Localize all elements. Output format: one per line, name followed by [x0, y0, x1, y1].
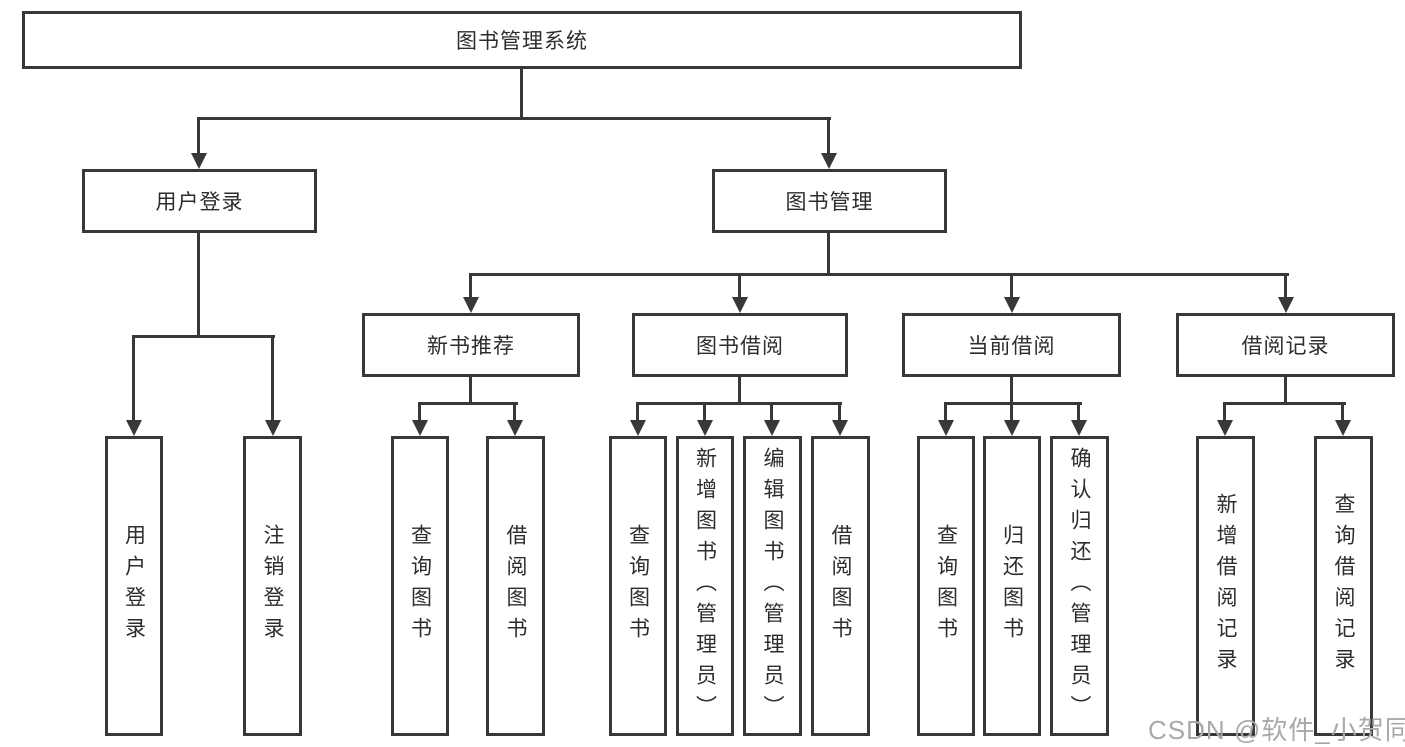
connector-line [469, 377, 472, 404]
leaf-user-login: 用户登录 [105, 436, 163, 736]
arrowhead-icon [265, 420, 281, 436]
connector-line [1077, 402, 1080, 424]
watermark: CSDN @软件_小贺同学 [1148, 715, 1405, 745]
arrowhead-icon [1004, 420, 1020, 436]
arrowhead-icon [764, 420, 780, 436]
leaf-query-borrow-record: 查询借阅记录 [1314, 436, 1373, 736]
arrowhead-icon [732, 297, 748, 313]
connector-line [738, 273, 741, 301]
arrowhead-icon [126, 420, 142, 436]
node-book-management: 图书管理 [712, 169, 947, 233]
connector-line [1223, 402, 1346, 405]
connector-line [838, 402, 841, 424]
connector-line [520, 69, 523, 117]
arrowhead-icon [832, 420, 848, 436]
connector-line [197, 233, 200, 338]
connector-line [636, 402, 639, 424]
connector-line [703, 402, 706, 424]
arrowhead-icon [1278, 297, 1294, 313]
arrowhead-icon [1004, 297, 1020, 313]
connector-line [1284, 377, 1287, 404]
leaf-borrow-book-2: 借阅图书 [811, 436, 870, 736]
arrowhead-icon [821, 153, 837, 169]
arrowhead-icon [463, 297, 479, 313]
connector-line [469, 273, 472, 301]
leaf-edit-book-admin: 编辑图书（管理员） [743, 436, 802, 736]
connector-line [197, 117, 200, 157]
connector-line [197, 117, 831, 120]
leaf-add-borrow-record: 新增借阅记录 [1196, 436, 1255, 736]
leaf-query-book-3: 查询图书 [917, 436, 975, 736]
connector-line [636, 402, 842, 405]
node-new-book-recommend: 新书推荐 [362, 313, 580, 377]
leaf-query-book-2: 查询图书 [609, 436, 667, 736]
leaf-return-book: 归还图书 [983, 436, 1041, 736]
arrowhead-icon [1217, 420, 1233, 436]
connector-line [1010, 273, 1013, 301]
node-borrow-record: 借阅记录 [1176, 313, 1395, 377]
arrowhead-icon [630, 420, 646, 436]
arrowhead-icon [191, 153, 207, 169]
node-root: 图书管理系统 [22, 11, 1022, 69]
connector-line [770, 402, 773, 424]
connector-line [271, 335, 274, 423]
connector-line [132, 335, 135, 423]
connector-line [1341, 402, 1344, 424]
connector-line [418, 402, 421, 424]
leaf-logout: 注销登录 [243, 436, 302, 736]
connector-line [1284, 273, 1287, 301]
connector-line [738, 377, 741, 404]
connector-line [513, 402, 516, 424]
connector-line [1010, 377, 1013, 404]
connector-line [944, 402, 947, 424]
node-current-borrow: 当前借阅 [902, 313, 1121, 377]
connector-line [827, 233, 830, 276]
leaf-query-book-1: 查询图书 [391, 436, 449, 736]
connector-line [1223, 402, 1226, 424]
arrowhead-icon [697, 420, 713, 436]
arrowhead-icon [1071, 420, 1087, 436]
arrowhead-icon [412, 420, 428, 436]
arrowhead-icon [507, 420, 523, 436]
arrowhead-icon [1335, 420, 1351, 436]
node-user-login: 用户登录 [82, 169, 317, 233]
leaf-confirm-return-admin: 确认归还（管理员） [1050, 436, 1109, 736]
connector-line [1010, 402, 1013, 424]
connector-line [132, 335, 275, 338]
connector-line [944, 402, 1082, 405]
connector-line [418, 402, 518, 405]
arrowhead-icon [938, 420, 954, 436]
connector-line [469, 273, 1289, 276]
leaf-borrow-book-1: 借阅图书 [486, 436, 545, 736]
connector-line [827, 117, 830, 157]
node-book-borrow: 图书借阅 [632, 313, 848, 377]
leaf-add-book-admin: 新增图书（管理员） [676, 436, 734, 736]
